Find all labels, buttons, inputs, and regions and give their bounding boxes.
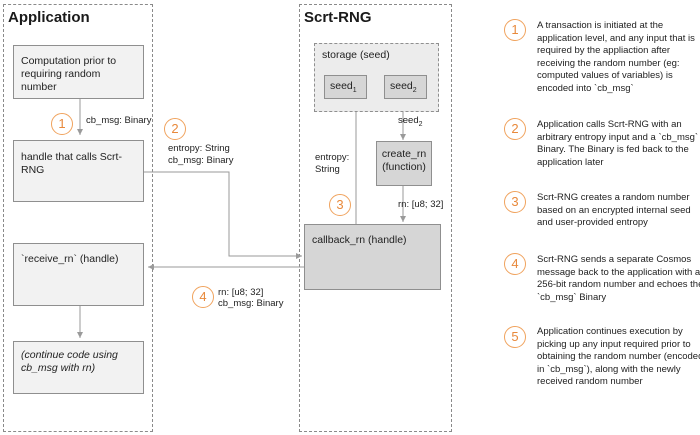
seed2-edge-label: seed2 — [398, 115, 423, 131]
continue-code-text: (continue code using cb_msg with rn) — [21, 349, 118, 374]
legend-note-1: A transaction is initiated at the applic… — [537, 20, 695, 94]
callback-rn-box: callback_rn (handle) — [304, 224, 441, 290]
legend-note-2: Application calls Scrt-RNG with an arbit… — [537, 119, 699, 168]
seed1-subscript: 1 — [352, 87, 357, 95]
receive-rn-box: `receive_rn` (handle) — [13, 243, 144, 306]
legend-badge-3: 3 — [504, 191, 526, 213]
legend-note-3: Scrt-RNG creates a random number based o… — [537, 192, 691, 229]
seed2-subscript: 2 — [412, 87, 417, 95]
seed1-label: seed — [330, 80, 353, 92]
handle-box: handle that calls Scrt-RNG — [13, 140, 144, 202]
computation-box: Computation prior to requiring random nu… — [13, 45, 144, 99]
entropy-cb-msg-label: cb_msg: Binary — [168, 155, 234, 166]
seed2-edge-subscript: 2 — [418, 120, 423, 128]
entropy-label: entropy: String — [168, 143, 230, 154]
legend-badge-5: 5 — [504, 326, 526, 348]
legend-badge-2: 2 — [504, 118, 526, 140]
cb-msg-label-1: cb_msg: Binary — [86, 115, 152, 126]
step-1-badge: 1 — [51, 113, 73, 135]
seed2-label: seed — [390, 80, 413, 92]
rn-out-label: rn: [u8; 32] — [218, 287, 264, 298]
storage-label: storage (seed) — [322, 49, 390, 61]
application-lane-title: Application — [8, 9, 90, 26]
continue-code-box: (continue code using cb_msg with rn) — [13, 341, 144, 394]
rn-inner-label: rn: [u8; 32] — [398, 199, 444, 210]
seed2-box: seed2 — [384, 75, 427, 99]
legend-note-4: Scrt-RNG sends a separate Cosmos message… — [537, 254, 700, 303]
legend-badge-1: 1 — [504, 19, 526, 41]
step-4-badge: 4 — [192, 286, 214, 308]
create-rn-box: create_rn (function) — [376, 141, 432, 186]
seed2-edge-text: seed — [398, 115, 419, 126]
step-3-badge: 3 — [329, 194, 351, 216]
scrt-rng-lane-title: Scrt-RNG — [304, 9, 372, 26]
legend-note-5: Application continues execution by picki… — [537, 326, 700, 388]
seed1-box: seed1 — [324, 75, 367, 99]
entropy-inner-label-1: entropy: — [315, 152, 350, 163]
legend-badge-4: 4 — [504, 253, 526, 275]
entropy-inner-label-2: String — [315, 164, 340, 175]
step-2-badge: 2 — [164, 118, 186, 140]
rn-out-cb-msg-label: cb_msg: Binary — [218, 298, 284, 309]
